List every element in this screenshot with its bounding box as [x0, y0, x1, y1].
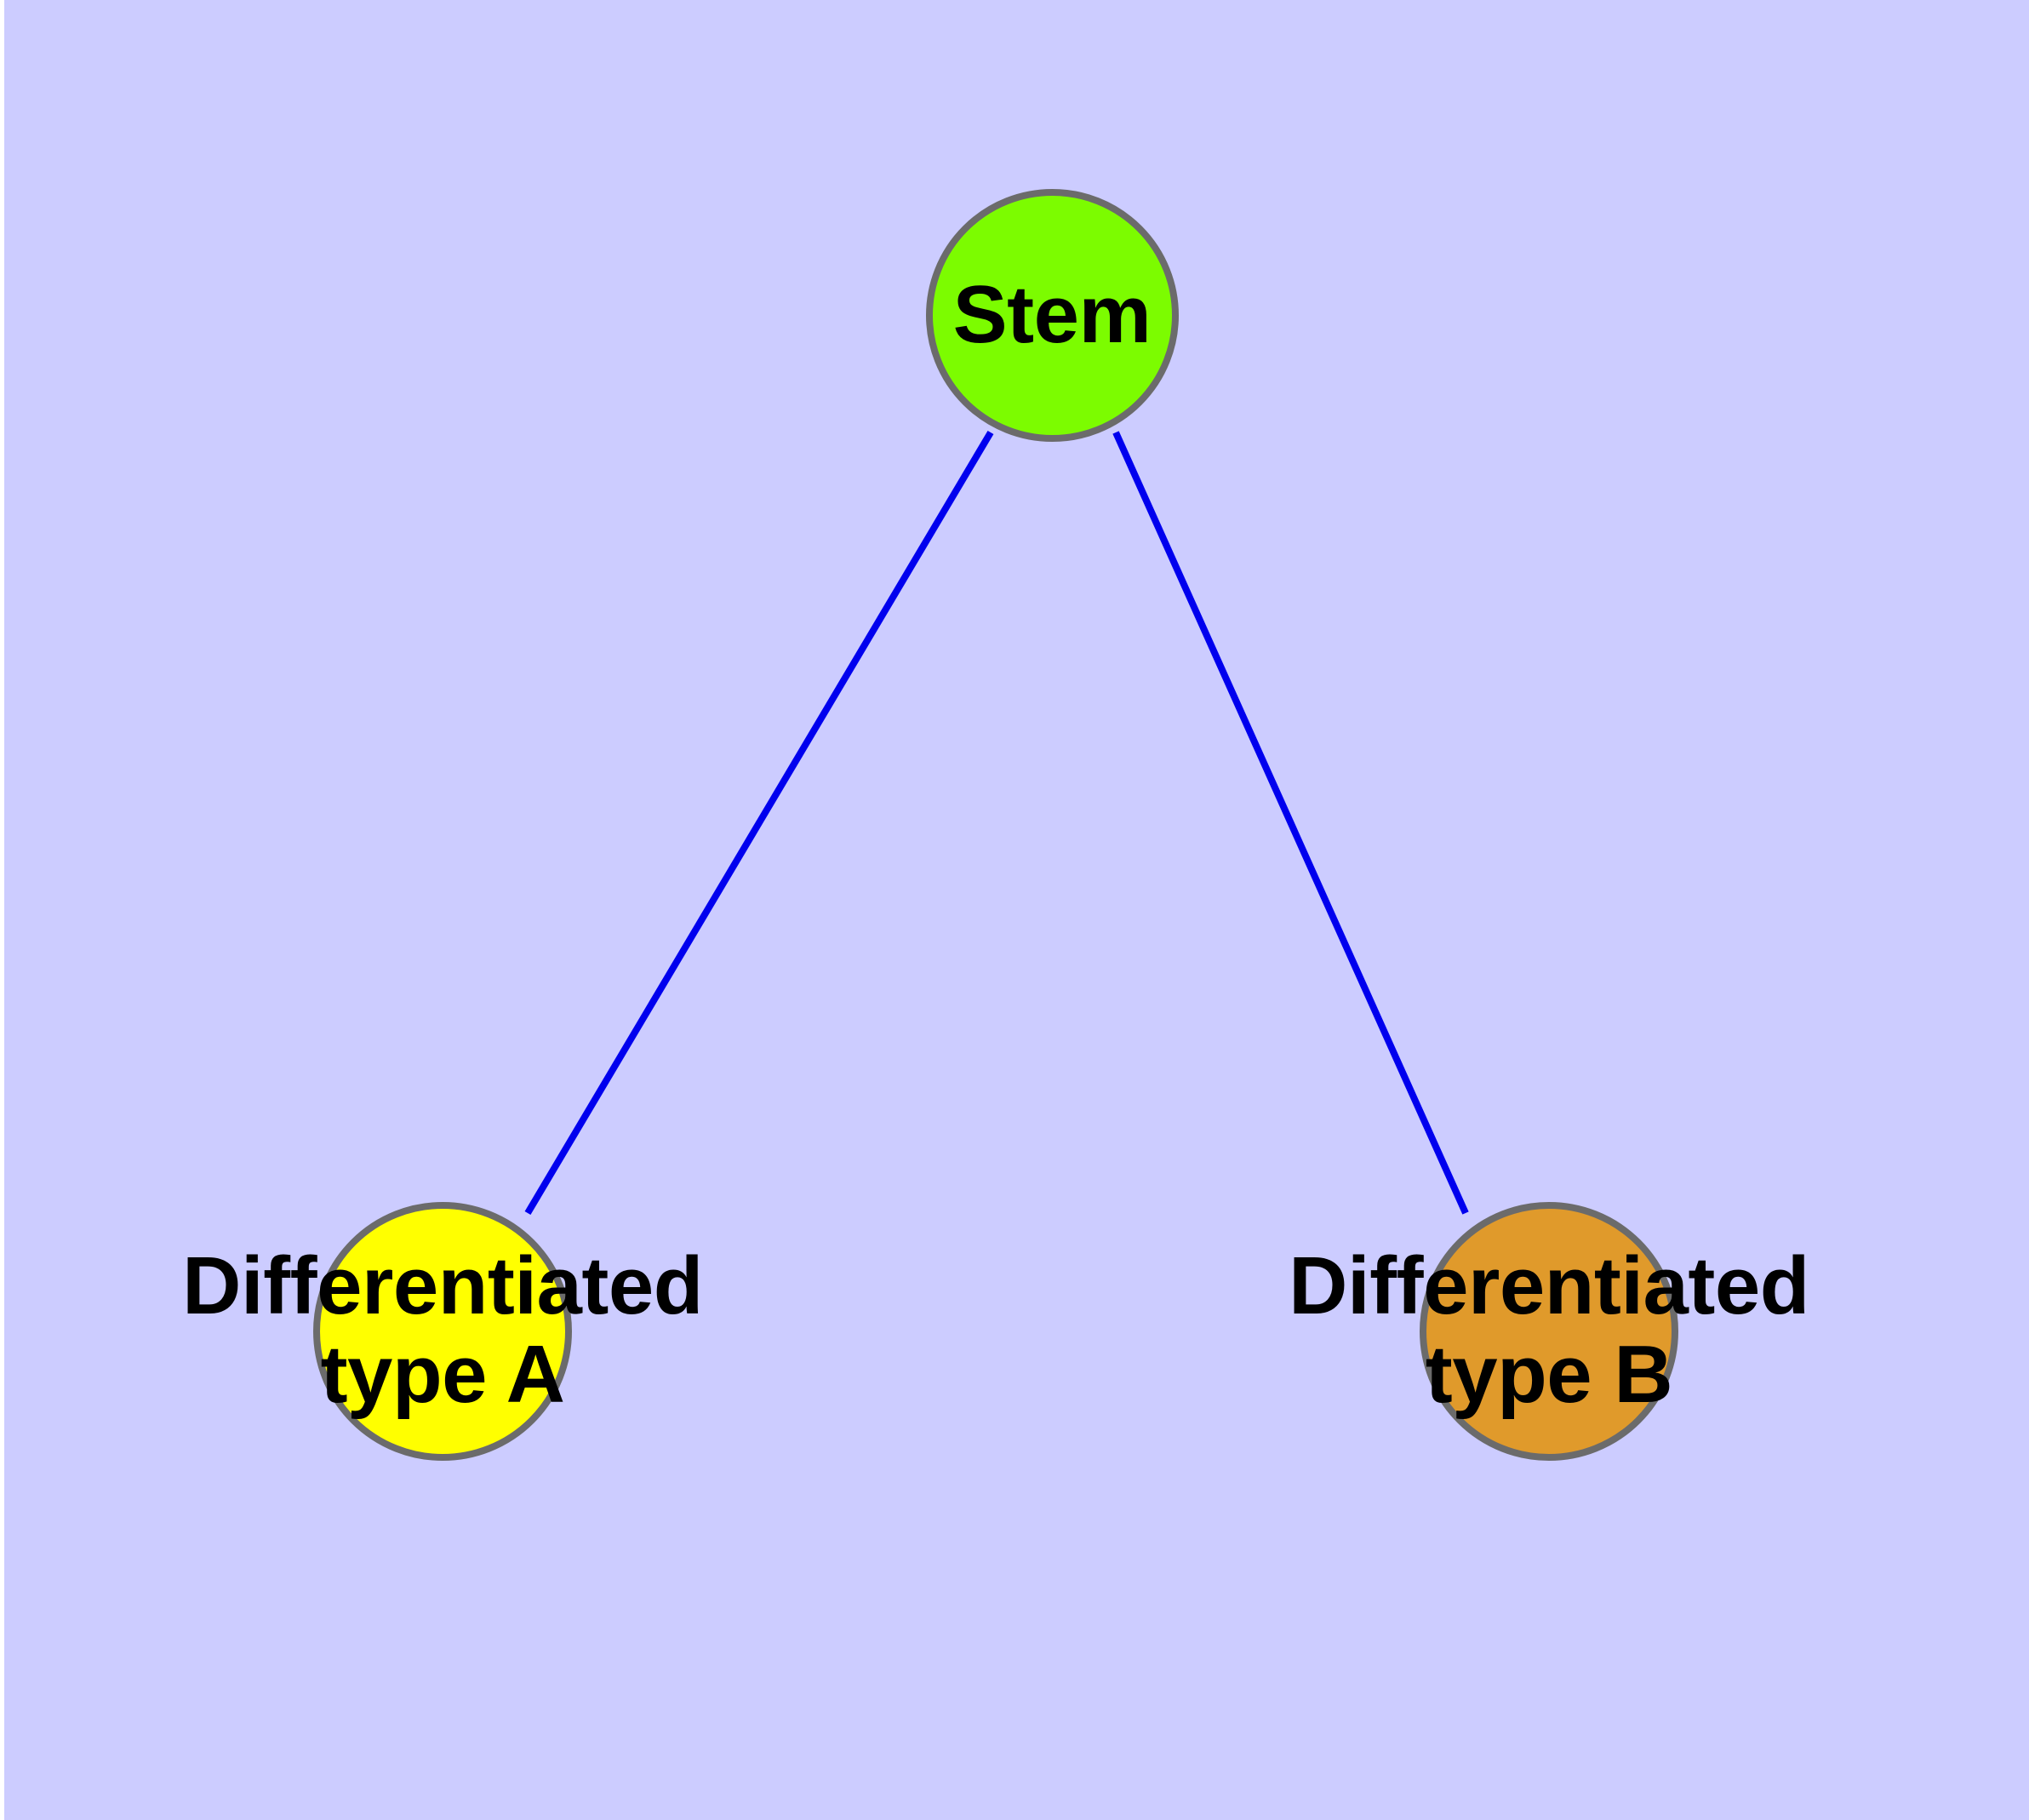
edge-stem-to-differentiated-type-a	[524, 430, 994, 1216]
edge-stem-to-differentiated-type-b	[1112, 431, 1469, 1215]
node-stem[interactable]	[926, 189, 1179, 442]
node-differentiated-type-b[interactable]	[1420, 1202, 1678, 1461]
node-differentiated-type-a[interactable]	[313, 1202, 572, 1461]
